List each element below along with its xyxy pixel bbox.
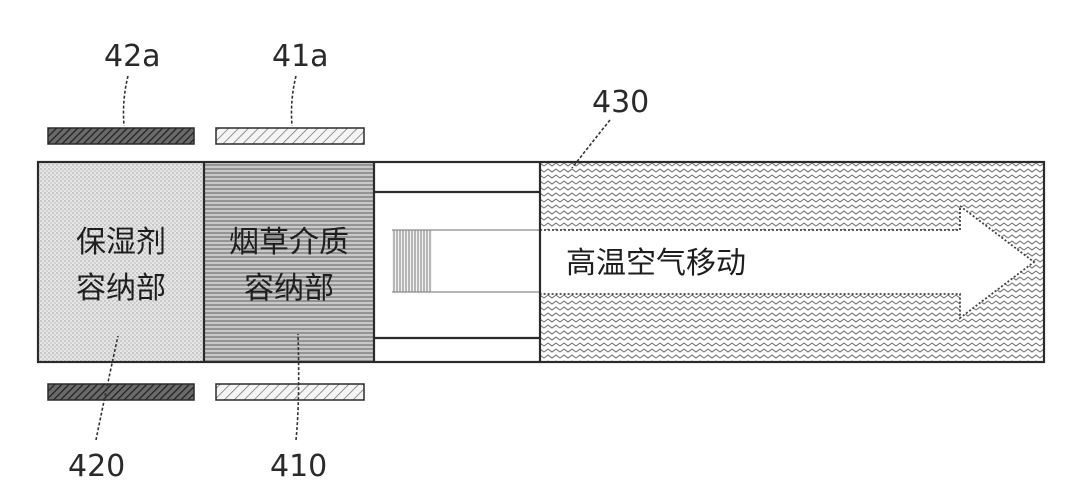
hot-air-arrow <box>539 204 1036 320</box>
leader-41a <box>290 75 297 127</box>
humectant-label-line2: 容纳部 <box>76 271 166 306</box>
tobacco-label-line2: 容纳部 <box>244 271 334 306</box>
leader-430 <box>571 119 611 169</box>
ref-label-420: 420 <box>68 449 125 484</box>
heater-42a-bottom <box>47 383 195 401</box>
tobacco-compartment-410 <box>204 162 374 362</box>
heater-42a-top <box>47 127 195 145</box>
humectant-label-line1: 保湿剂 <box>76 225 166 260</box>
ref-label-41a: 41a <box>272 39 329 74</box>
ref-label-410: 410 <box>270 449 327 484</box>
leader-420 <box>95 335 119 441</box>
passage-striped-inlet <box>392 230 432 292</box>
ref-label-430: 430 <box>592 85 649 120</box>
heater-41a-bottom <box>215 383 365 401</box>
ref-label-42a: 42a <box>104 39 161 74</box>
tobacco-label-line1: 烟草介质 <box>229 225 349 260</box>
hot-air-label: 高温空气移动 <box>566 246 746 281</box>
leader-410 <box>295 333 300 441</box>
heater-41a-top <box>215 127 365 145</box>
humectant-compartment-420 <box>38 162 204 362</box>
leader-42a <box>122 75 129 127</box>
